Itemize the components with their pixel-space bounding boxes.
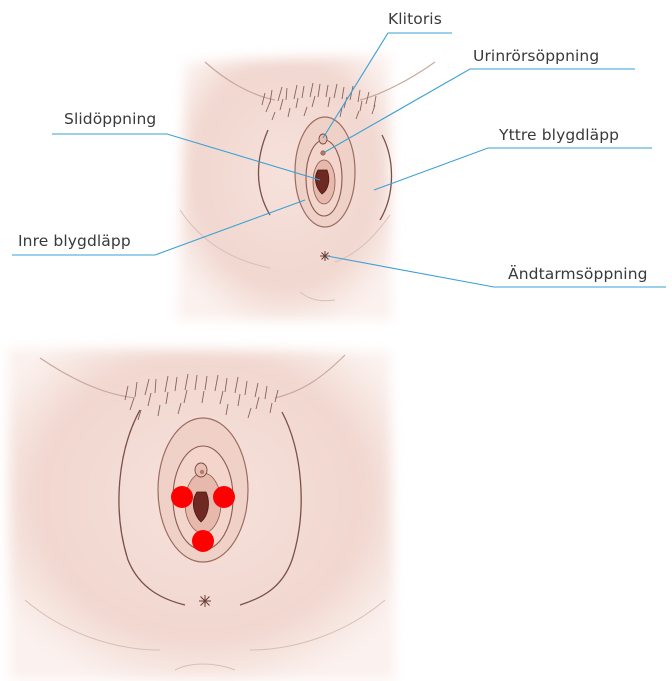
label-urethral-opening: Urinrörsöppning	[473, 47, 599, 65]
red-marker-dot-left	[171, 486, 193, 508]
label-labia-minora: Inre blygdläpp	[18, 232, 131, 250]
label-clitoris: Klitoris	[388, 10, 442, 28]
red-marker-dot-right	[213, 486, 235, 508]
anatomy-illustration-marked	[8, 348, 395, 680]
label-labia-majora: Yttre blygdläpp	[499, 126, 619, 144]
label-anus: Ändtarmsöppning	[508, 265, 648, 283]
anatomy-illustration-labeled	[178, 55, 435, 320]
label-vaginal-opening: Slidöppning	[64, 110, 156, 128]
red-marker-dot-bottom	[192, 530, 214, 552]
